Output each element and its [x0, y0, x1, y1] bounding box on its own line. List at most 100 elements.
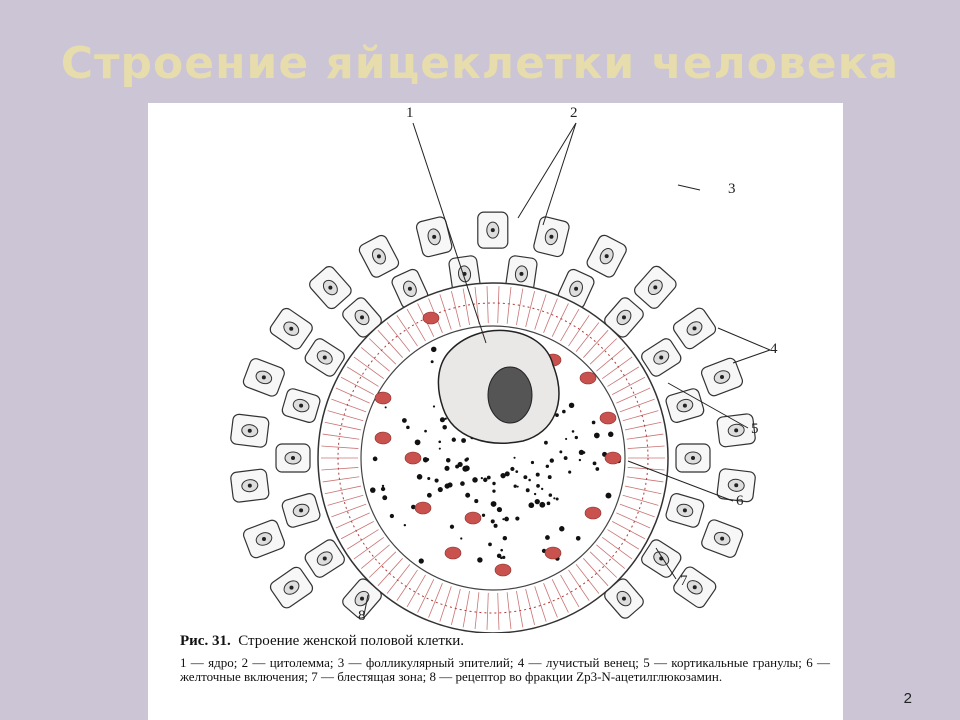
zona-stripe — [589, 551, 618, 578]
yolk-dot — [525, 488, 530, 493]
caption-title: Строение женской половой клетки. — [238, 633, 465, 649]
caption-legend: 1 — ядро; 2 — цитолемма; 3 — фолликулярн… — [180, 655, 830, 684]
follicle-nucleolus — [299, 508, 304, 513]
yolk-dot — [530, 460, 535, 465]
yolk-dot — [381, 484, 385, 488]
follicle-nucleolus — [519, 271, 524, 276]
zona-stripe — [360, 544, 390, 569]
zona-stripe — [353, 537, 385, 560]
yolk-dot — [533, 492, 537, 496]
zona-stripe — [583, 329, 609, 358]
nucleolus — [487, 366, 533, 424]
yolk-dot — [592, 461, 597, 466]
zona-stripe — [506, 286, 512, 324]
follicle-nucleolus — [621, 315, 626, 320]
yolk-dot — [486, 475, 491, 480]
yolk-dot — [474, 499, 479, 504]
zona-stripe — [626, 433, 664, 440]
yolk-dot — [380, 486, 386, 492]
zona-stripe — [534, 586, 547, 622]
cortical-granule — [599, 411, 617, 425]
zona-stripe — [439, 586, 452, 622]
yolk-dot — [553, 497, 556, 500]
yolk-dot — [547, 475, 552, 480]
zona-stripe — [589, 338, 618, 365]
zona-stripe — [377, 329, 403, 358]
yolk-dot — [578, 449, 585, 456]
follicle-nucleolus — [289, 585, 294, 590]
yolk-dot — [548, 493, 553, 497]
zona-stripe — [516, 590, 524, 628]
follicle-nucleolus — [407, 286, 412, 291]
follicle-nucleolus — [322, 355, 327, 360]
yolk-dot — [559, 526, 565, 532]
yolk-dot — [562, 409, 566, 414]
yolk-dot — [492, 489, 496, 493]
yolk-dot — [430, 346, 437, 353]
zona-stripe — [624, 485, 662, 495]
zona-stripe — [601, 537, 633, 560]
yolk-dot — [444, 417, 447, 420]
follicle-nucleolus — [299, 403, 304, 408]
yolk-dot — [515, 516, 520, 521]
zona-stripe — [497, 592, 500, 630]
zona-stripe — [596, 544, 626, 569]
yolk-dot — [555, 497, 559, 501]
follicle-nucleolus — [376, 254, 381, 259]
zona-stripe — [622, 410, 659, 422]
yolk-dot — [437, 486, 443, 493]
zona-stripe — [516, 288, 524, 326]
yolk-dot — [534, 498, 540, 505]
zona-stripe — [327, 410, 364, 422]
yolk-dot — [591, 420, 596, 425]
zona-stripe — [601, 356, 633, 379]
follicle-nucleolus — [247, 428, 252, 433]
follicle-nucleolus — [621, 596, 626, 601]
zona-stripe — [335, 512, 370, 529]
yolk-dot — [460, 537, 463, 540]
zona-stripe — [560, 574, 580, 608]
yolk-dot — [545, 464, 550, 469]
zona-stripe — [575, 564, 600, 594]
zona-stripe — [451, 291, 461, 328]
yolk-dot — [444, 465, 450, 471]
caption-title-line: Рис. 31. Строение женской половой клетки… — [180, 633, 830, 650]
zona-stripe — [525, 588, 535, 625]
zona-stripe — [368, 338, 397, 365]
figure-caption: Рис. 31. Строение женской половой клетки… — [180, 633, 830, 684]
zona-stripe — [439, 294, 452, 330]
follicle-nucleolus — [692, 326, 697, 331]
yolk-dot — [382, 495, 388, 501]
yolk-dot — [372, 456, 378, 462]
follicle-nucleolus — [247, 483, 252, 488]
yolk-dot — [490, 519, 495, 524]
zona-stripe — [474, 592, 480, 630]
zona-stripe — [406, 308, 426, 342]
yolk-dot — [535, 472, 540, 477]
zona-stripe — [396, 569, 418, 601]
yolk-dot — [461, 438, 466, 443]
zona-stripe — [619, 503, 655, 518]
zona-stripe — [624, 421, 662, 431]
zona-stripe — [619, 398, 655, 413]
egg-cell-illustration — [230, 122, 771, 633]
cortical-granule — [494, 563, 512, 577]
slide-title: Строение яйцеклетки человека — [60, 38, 900, 89]
yolk-dot — [544, 440, 548, 445]
zona-stripe — [607, 366, 640, 387]
yolk-dot — [477, 557, 483, 563]
yolk-dot — [528, 502, 535, 509]
zona-stripe — [543, 583, 558, 618]
yolk-dot — [502, 518, 505, 521]
yolk-dot — [438, 447, 441, 450]
follicle-nucleolus — [490, 228, 495, 233]
callout-6: 6 — [736, 493, 744, 509]
cortical-granule — [579, 371, 597, 385]
yolk-dot — [480, 476, 483, 480]
follicular-epithelium — [230, 211, 756, 619]
zona-stripe — [340, 521, 374, 540]
yolk-dot — [472, 477, 478, 483]
zona-stripe — [543, 298, 558, 333]
yolk-dot — [546, 501, 551, 506]
yolk-dot — [432, 405, 436, 408]
